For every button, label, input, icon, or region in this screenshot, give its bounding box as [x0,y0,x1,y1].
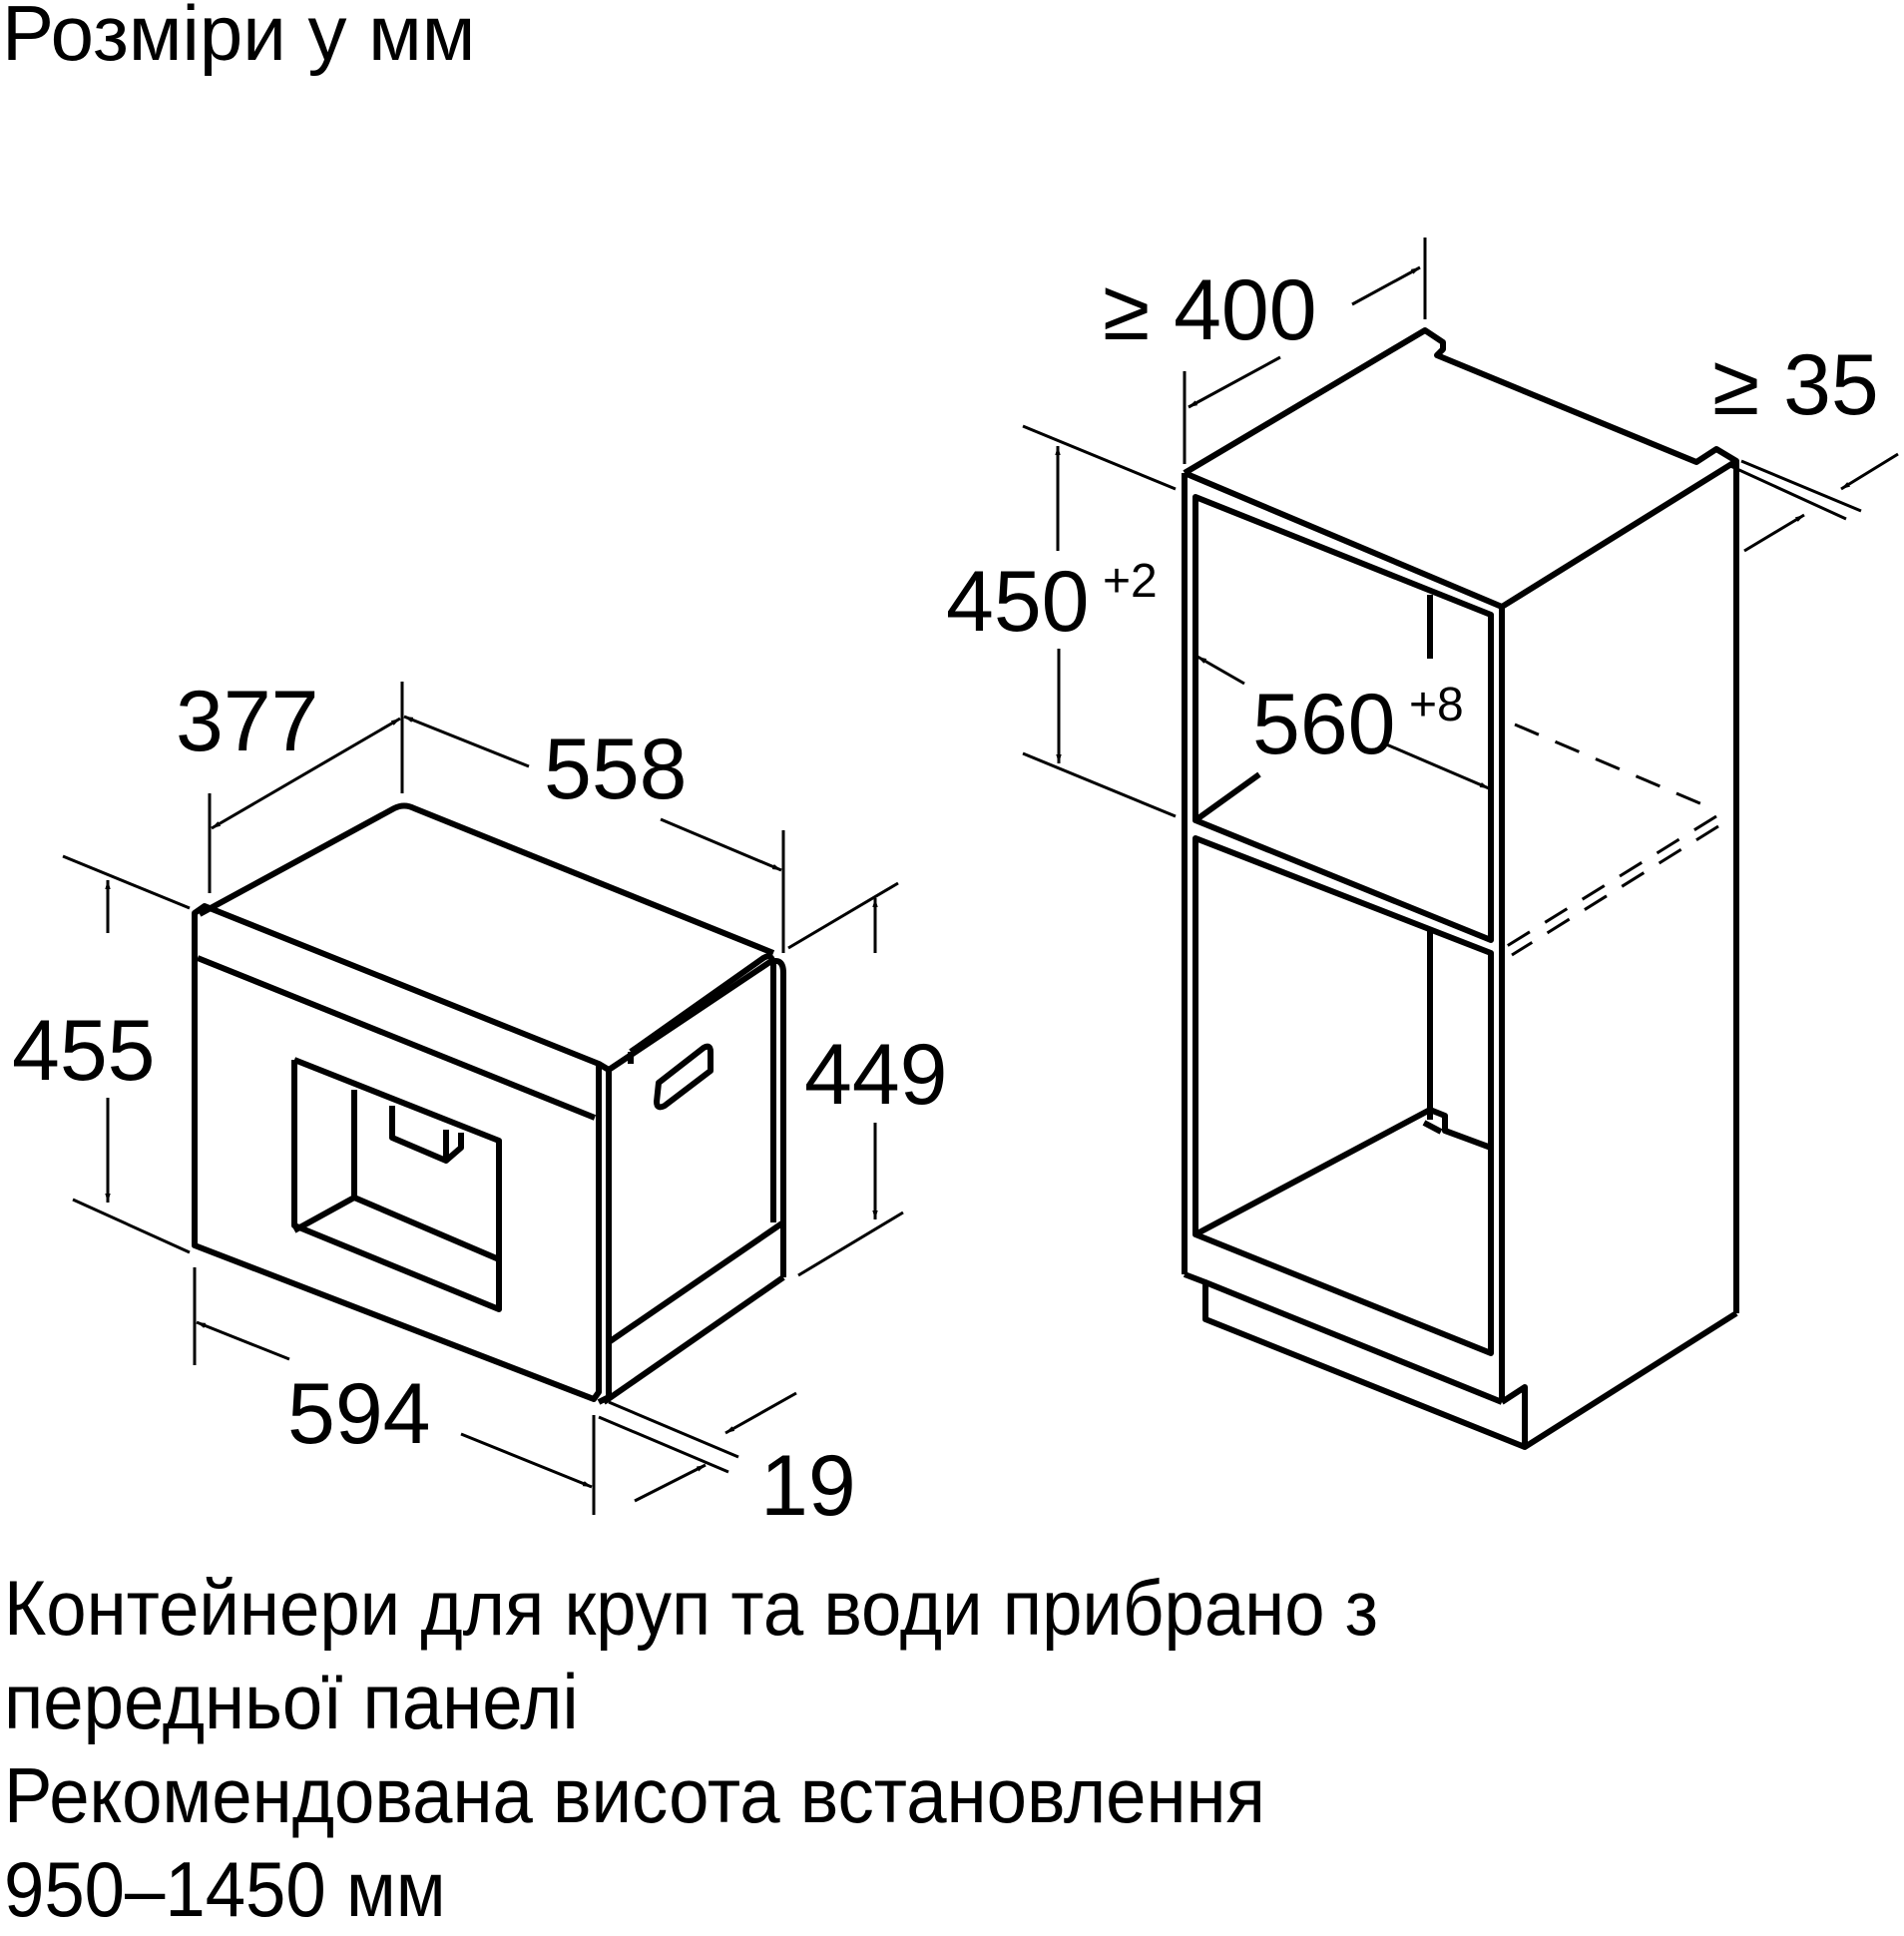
dim-558: 558 [544,722,688,817]
dim-niche-depth-min: ≥ 400 [1103,262,1317,358]
dim-niche-gap-min: ≥ 35 [1712,337,1879,433]
note-line: передньої панелі [4,1658,579,1745]
note-line: Контейнери для круп та води прибрано з [4,1564,1378,1652]
dim-19: 19 [760,1438,856,1534]
dim-niche-width: 560 [1252,677,1396,772]
dim-niche-width-tolerance: +8 [1409,679,1464,731]
note-line: Рекомендована висота встановлення [4,1751,1265,1839]
appliance-drawing [192,802,786,1405]
appliance-dimension-lines [62,682,904,1515]
note-line: 950–1450 мм [4,1845,446,1933]
dim-449: 449 [804,1027,948,1123]
dim-377: 377 [176,674,319,769]
dim-594: 594 [287,1366,431,1462]
dim-niche-height: 450 [946,554,1090,650]
dim-455: 455 [12,1003,156,1099]
dim-niche-height-tolerance: +2 [1103,555,1158,608]
page-title: Розміри у мм [2,0,476,77]
niche-hidden-lines [1506,723,1719,957]
niche-dimension-lines [1022,238,1899,818]
niche-drawing [1182,327,1739,1450]
installation-notes: Контейнери для круп та води прибрано з п… [4,1561,1378,1936]
